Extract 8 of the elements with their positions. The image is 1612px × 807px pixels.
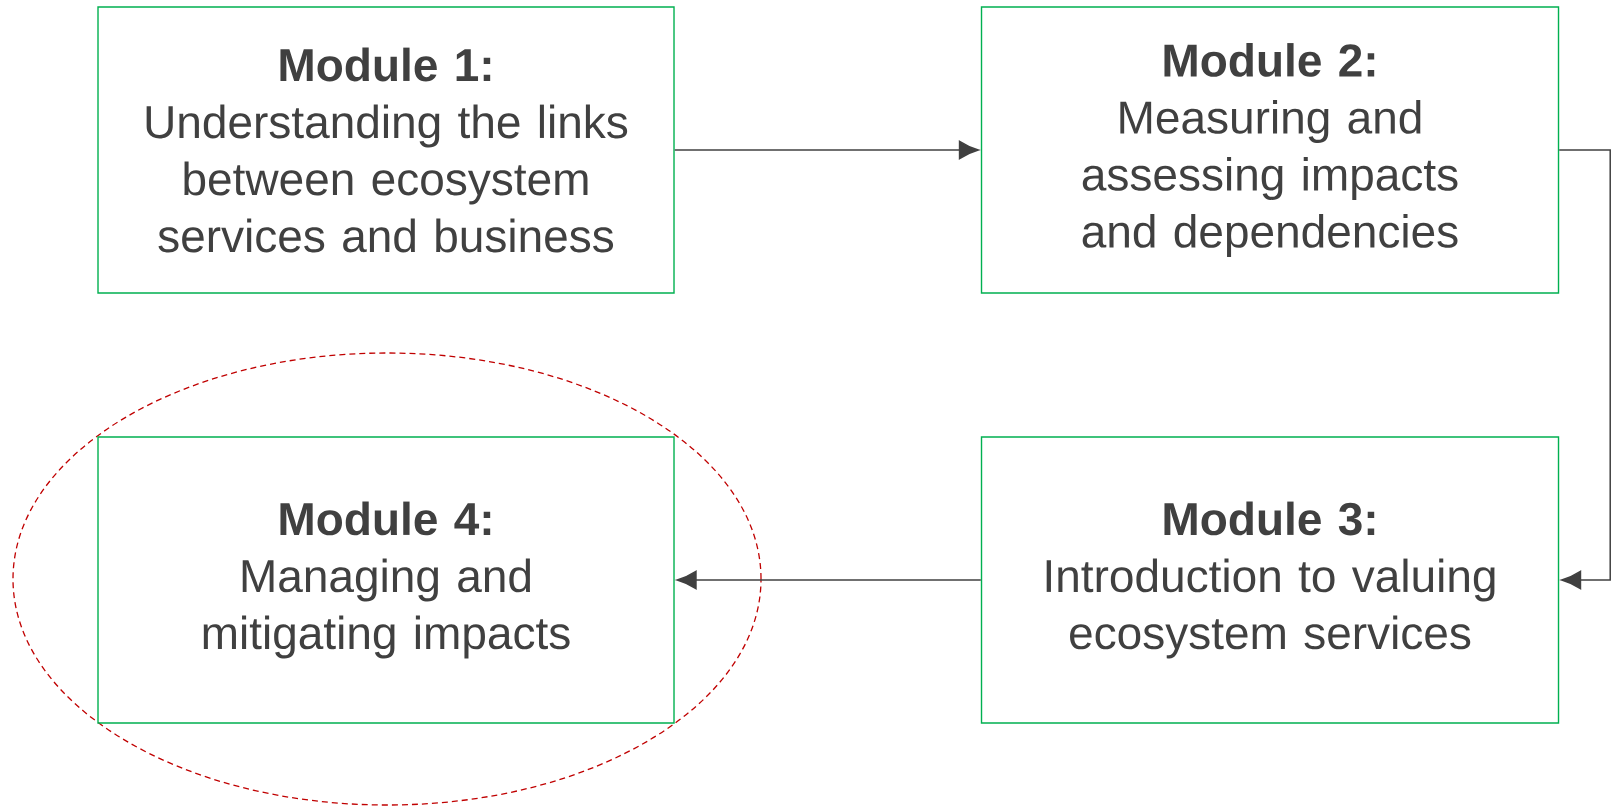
process-box: Module 2: Measuring and assessing impacts and dependencies	[980, 6, 1560, 294]
process-box: Module 4: Managing and mitigating impacts	[97, 436, 675, 724]
arrow	[1558, 149, 1611, 590]
highlight-ellipse	[12, 352, 762, 806]
process-box: Module 3: Introduction to valuing ecosystem services	[980, 436, 1560, 724]
process-box: Module 1: Understanding the links between ecosystem services and business	[97, 6, 675, 294]
arrow	[673, 140, 979, 160]
arrow	[676, 570, 982, 590]
